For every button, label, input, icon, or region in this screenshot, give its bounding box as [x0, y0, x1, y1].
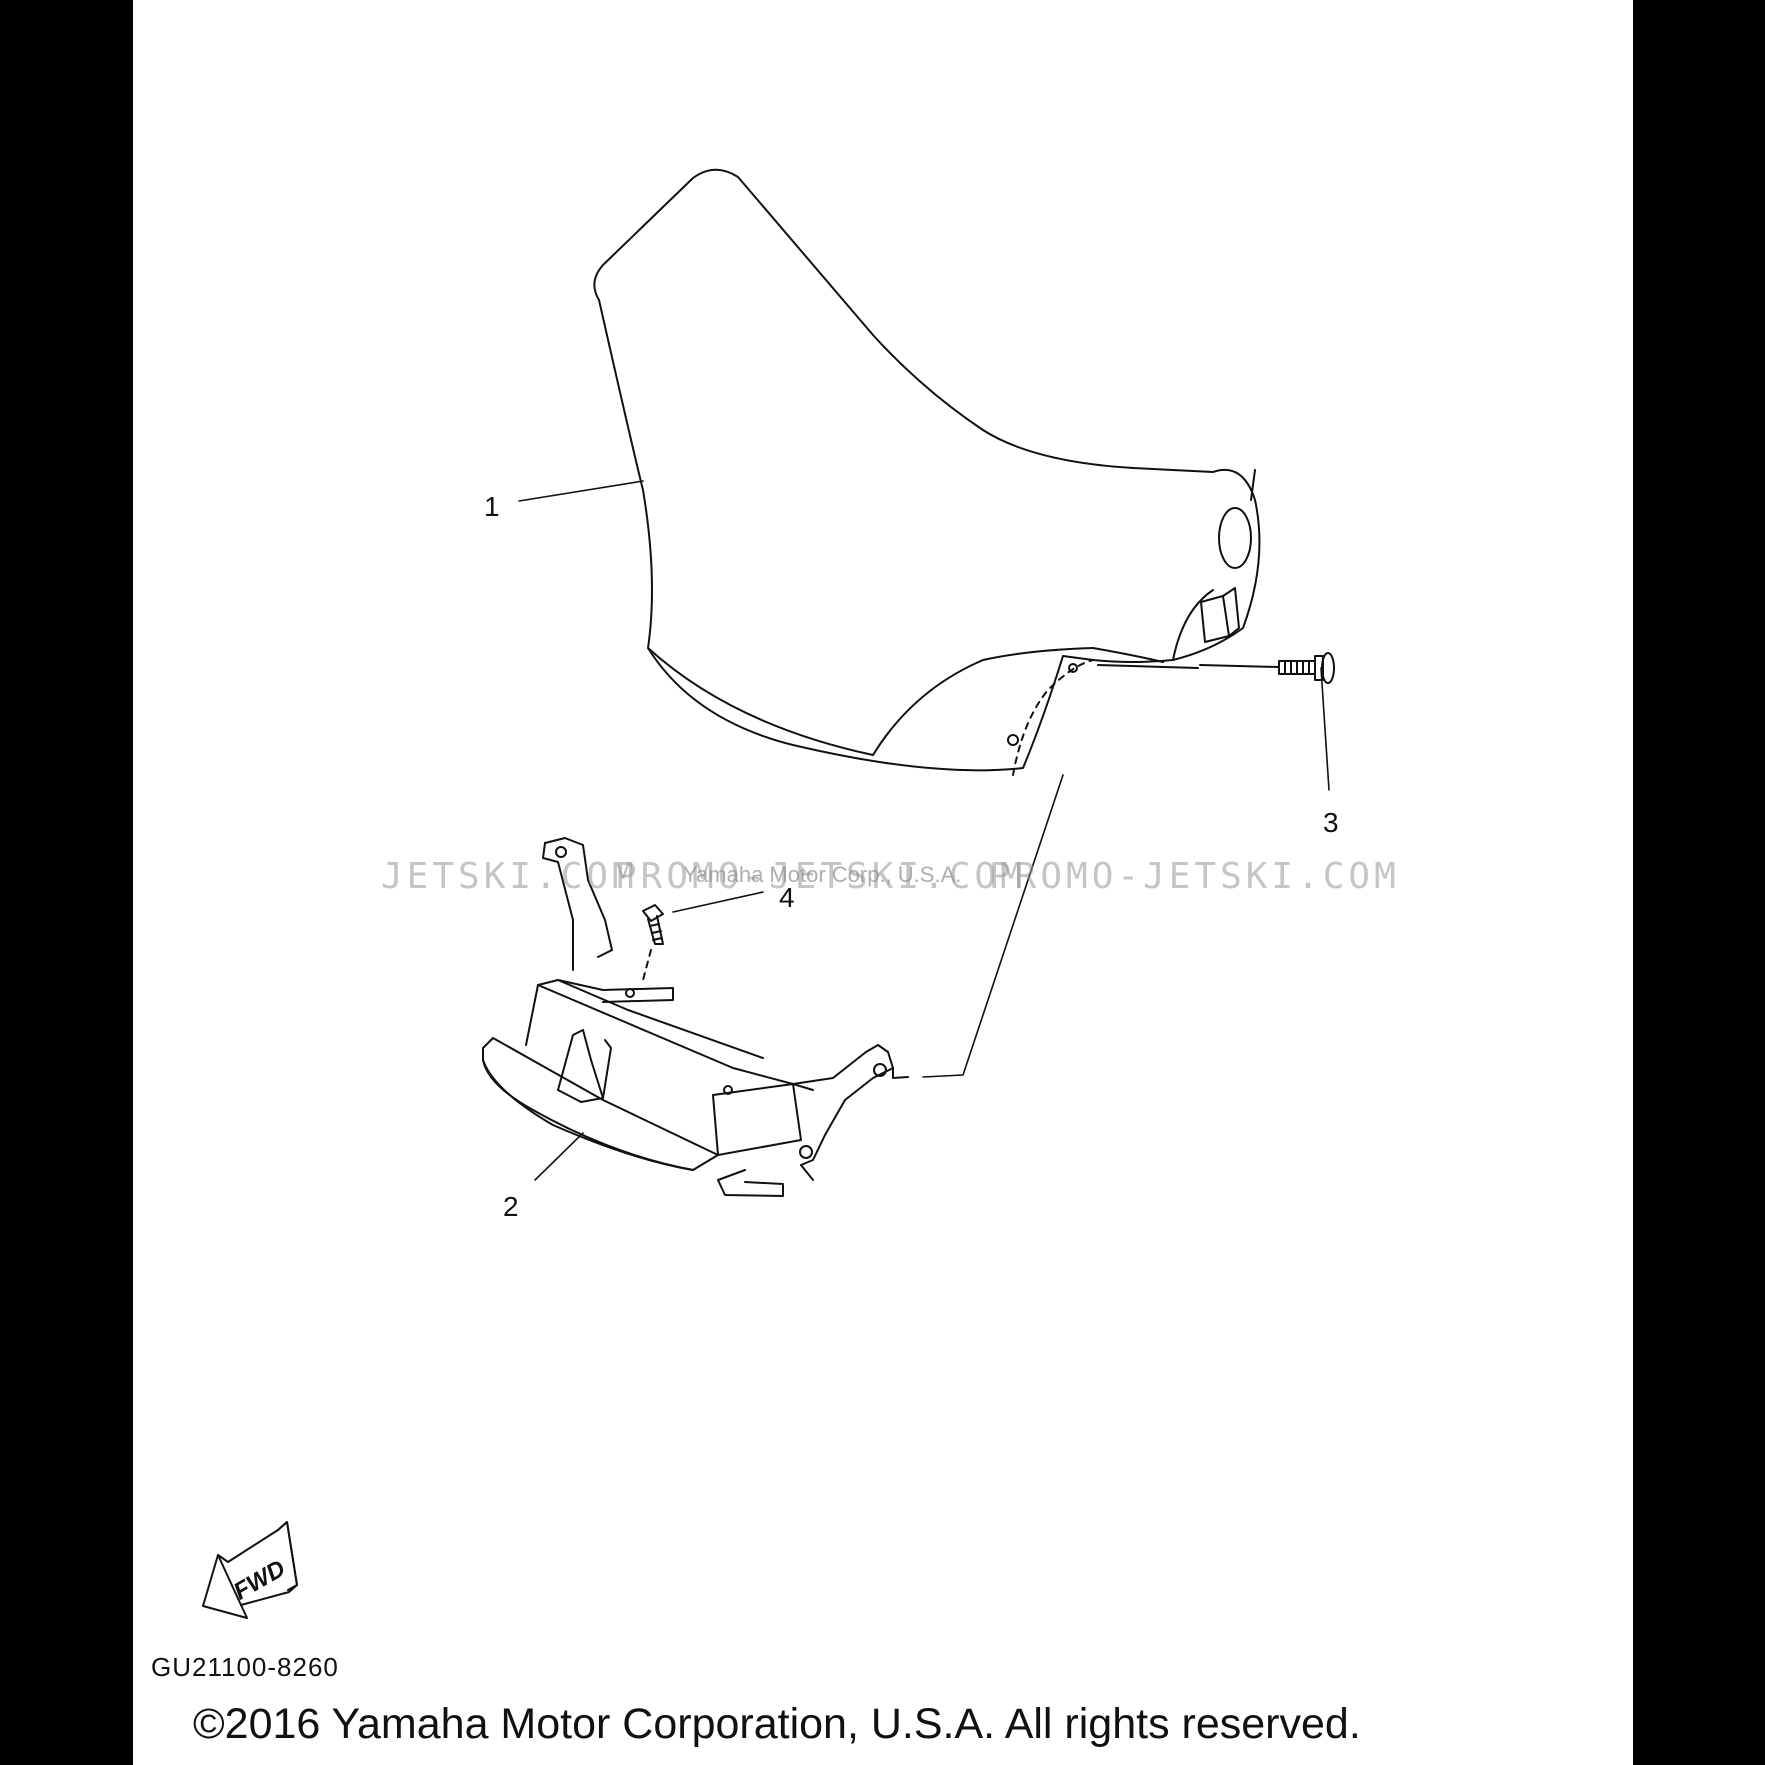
callout-4: 4 — [779, 882, 795, 913]
watermark-center: PROMO-JETSKI.COM — [615, 856, 1026, 897]
bolt-part-3 — [1199, 652, 1335, 684]
exploded-parts-diagram: 1 2 3 4 FWD — [202, 168, 1339, 1619]
callout-1: 1 — [484, 491, 500, 522]
seat-part — [593, 168, 1261, 776]
watermark-left: JETSKI.COM — [381, 856, 638, 897]
watermark-small: Yamaha Motor Corp., U.S.A. — [683, 862, 962, 887]
bracket-part — [482, 837, 909, 1197]
leader-lines — [518, 480, 1330, 1181]
screw-part-4 — [642, 904, 664, 981]
reference-code: GU21100-8260 — [151, 1652, 339, 1682]
fwd-arrow-icon — [202, 1521, 298, 1619]
copyright-notice: ©2016 Yamaha Motor Corporation, U.S.A. A… — [193, 1700, 1361, 1748]
callout-3: 3 — [1323, 807, 1339, 838]
watermark-right: PROMO-JETSKI.COM — [989, 856, 1400, 897]
diagram-sheet: 1 2 3 4 FWD JETSKI.COM PROMO-JETSKI.COM … — [133, 0, 1633, 1765]
callout-2: 2 — [503, 1191, 519, 1222]
